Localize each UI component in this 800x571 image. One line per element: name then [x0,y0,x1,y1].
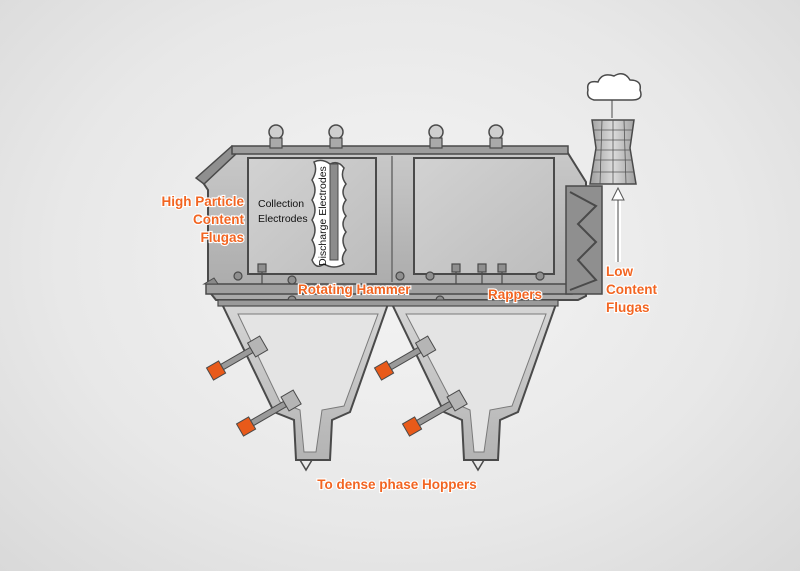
cooling-tower-icon [589,119,637,185]
vibrator-icon [205,335,468,437]
outlet-label-line3: Flugas [606,300,650,315]
discharge-electrode [311,159,347,268]
collection-electrodes-label-line1: Collection [258,198,304,210]
inlet-label-line2: Content [193,212,244,227]
insulator-icon [268,124,504,149]
hopper-2 [390,303,558,472]
outlet-section [565,185,603,295]
hopper-flange [217,299,559,307]
inlet-label-line1: High Particle [161,194,244,209]
hoppers-label: To dense phase Hoppers [317,477,477,492]
discharge-electrodes-label: Discharge Electrodes [317,166,329,266]
rotating-hammer-label: Rotating Hammer [298,282,411,297]
collection-chamber-2 [413,157,555,275]
cloud-icon [586,73,642,118]
collection-electrodes-label-line2: Electrodes [258,213,308,225]
rappers-label: Rappers [488,287,542,302]
outlet-flow-arrow [611,186,625,262]
hopper-1 [220,303,390,472]
inlet-label-line3: Flugas [200,230,244,245]
outlet-label-line2: Content [606,282,657,297]
collection-chamber-1 [247,157,377,275]
inlet-label: High Particle Content Flugas [160,193,245,246]
outlet-label: Low Content Flugas [605,263,659,316]
outlet-label-line1: Low [606,264,633,279]
